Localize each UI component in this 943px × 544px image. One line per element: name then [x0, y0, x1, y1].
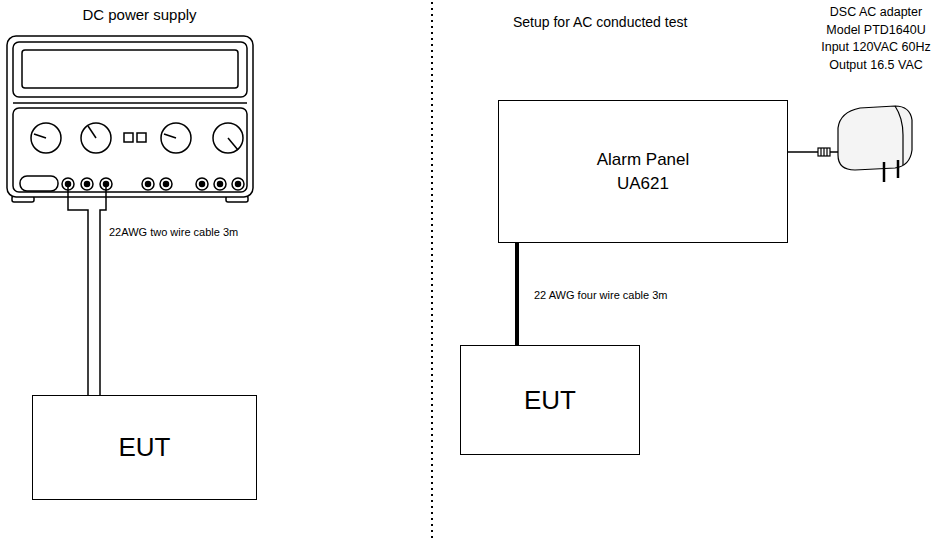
ac-adapter-drawing — [800, 106, 912, 182]
alarm-panel-box: Alarm Panel UA621 — [498, 100, 788, 243]
box-label: EUT — [119, 429, 171, 465]
device-label: DSC AC adapter — [800, 4, 943, 22]
cable-connector — [517, 243, 518, 345]
cable-label: 22 AWG four wire cable 3m — [533, 289, 668, 301]
eut-box: EUT — [460, 345, 640, 455]
cable-connector — [788, 152, 800, 153]
cable-label: 22AWG two wire cable 3m — [108, 226, 239, 238]
ac-adapter: DSC AC adapterModel PTD1640UInput 120VAC… — [800, 4, 943, 184]
cable-connector — [68, 200, 106, 395]
power-supply-drawing — [7, 36, 253, 202]
device-label: Model PTD1640U — [800, 22, 943, 40]
device-label: Input 120VAC 60Hz — [800, 39, 943, 57]
power-supply: DC power supply — [5, 4, 274, 200]
divider-line — [431, 2, 433, 542]
box-label: EUT — [524, 382, 576, 418]
device-label: DC power supply — [5, 4, 274, 25]
eut-box: EUT — [32, 395, 257, 500]
box-label: Alarm Panel UA621 — [583, 148, 703, 196]
device-label: Output 16.5 VAC — [800, 57, 943, 75]
section-heading: Setup for AC conducted test — [512, 14, 688, 30]
